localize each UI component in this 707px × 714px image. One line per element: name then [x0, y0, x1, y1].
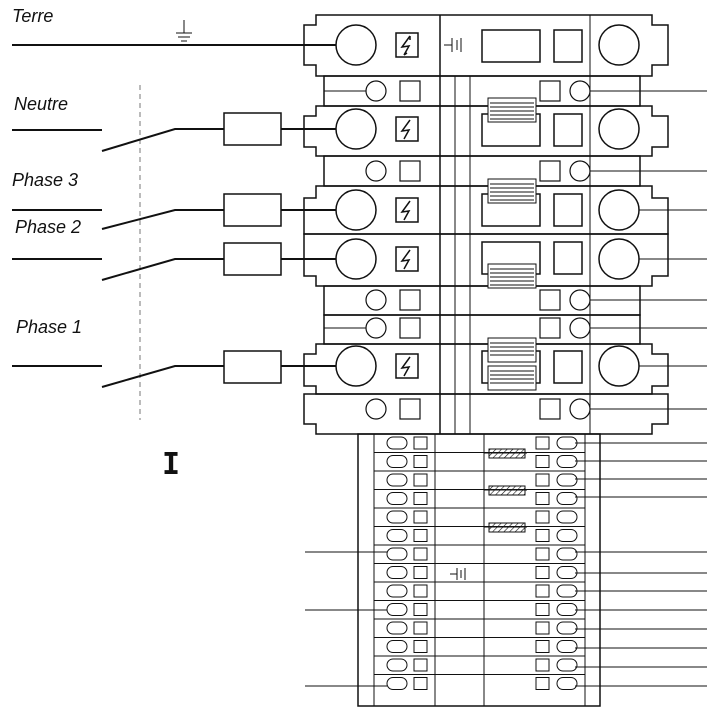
fuse-icon [223, 112, 282, 384]
phase3-wire [12, 209, 355, 230]
resistor-icon-lower [484, 448, 527, 533]
lower-terminal-row [374, 655, 585, 672]
label-neutre: Neutre [14, 94, 68, 114]
lower-terminal-row [374, 637, 585, 653]
lower-terminal-row [374, 452, 585, 468]
lower-terminal-row [374, 544, 585, 561]
neutre-wire [12, 128, 355, 152]
lower-output-lines-right [575, 442, 707, 687]
lower-terminal-row [374, 563, 585, 579]
capacitor-icon-lower [450, 568, 466, 580]
lower-terminal-row [374, 600, 585, 616]
lower-terminal-row [374, 618, 585, 635]
label-terre: Terre [12, 6, 53, 26]
lower-terminal-row [374, 526, 585, 542]
label-phase-3: Phase 3 [12, 170, 78, 190]
lower-terminal-row [374, 507, 585, 524]
terminal-circle-icon [335, 24, 640, 387]
output-lines-right [590, 90, 707, 410]
capacitor-icon [444, 38, 462, 52]
lower-terminal-row [386, 436, 578, 450]
switch-symbol: I [162, 447, 180, 482]
module-squares [481, 29, 583, 384]
phase2-wire [12, 258, 355, 281]
lower-input-lines-left [305, 551, 387, 687]
phase1-wire [12, 365, 355, 388]
lower-terminal-row [374, 489, 585, 505]
lightning-icon [395, 32, 419, 379]
lower-terminal-row [374, 674, 585, 690]
ground-icon [176, 20, 192, 42]
lower-terminal-row [374, 581, 585, 598]
resistor-icon [487, 97, 537, 391]
connector-terminals [365, 80, 591, 420]
lower-terminal-rows [374, 436, 585, 690]
internal-links-left [324, 90, 366, 329]
lower-terminal-row [374, 470, 585, 487]
label-phase-1: Phase 1 [16, 317, 82, 337]
label-phase-2: Phase 2 [15, 217, 81, 237]
